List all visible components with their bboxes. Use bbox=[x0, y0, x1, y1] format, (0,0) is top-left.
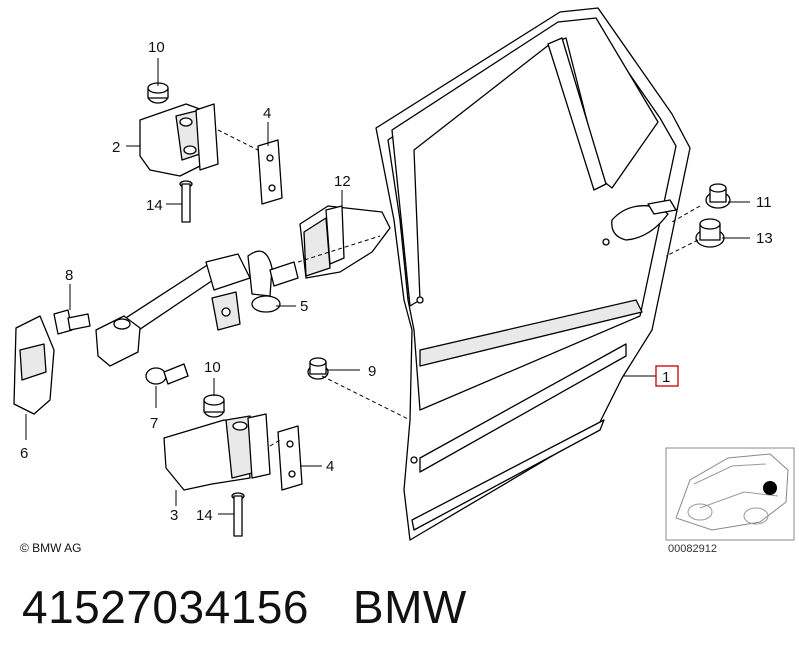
lower-door-hinge bbox=[163, 413, 271, 491]
callout-14-lower: 14 bbox=[196, 507, 213, 524]
callout-3: 3 bbox=[170, 507, 178, 524]
callout-8: 8 bbox=[65, 267, 73, 284]
copyright-notice: © BMW AG bbox=[20, 541, 82, 555]
part-caption: 41527034156 BMW bbox=[22, 580, 467, 634]
callout-2: 2 bbox=[112, 139, 120, 156]
callout-11: 11 bbox=[756, 194, 772, 211]
upper-hinge-plate bbox=[257, 139, 283, 205]
callout-labels: 10 2 4 14 12 11 13 8 5 9 1 7 10 6 4 3 14 bbox=[20, 39, 773, 524]
leader-lines bbox=[25, 58, 750, 515]
door-check-strap bbox=[95, 250, 299, 367]
upper-door-hinge bbox=[139, 103, 219, 177]
callout-1: 1 bbox=[662, 369, 670, 386]
inset-id: 00082912 bbox=[668, 543, 717, 555]
callout-7: 7 bbox=[150, 415, 158, 432]
door-bracket bbox=[299, 205, 391, 279]
location-inset: 00082912 bbox=[665, 447, 795, 555]
inset-location-marker bbox=[763, 481, 777, 495]
grommet-lower bbox=[695, 218, 725, 248]
upper-hinge-bolt bbox=[179, 180, 193, 223]
callout-4-upper: 4 bbox=[263, 105, 271, 122]
door-seal-piece bbox=[13, 315, 55, 415]
callout-9: 9 bbox=[368, 363, 376, 380]
lower-hinge-nut bbox=[203, 394, 225, 418]
hinge-bolt-7 bbox=[145, 363, 189, 385]
callout-14-upper: 14 bbox=[146, 197, 163, 214]
callout-6: 6 bbox=[20, 445, 28, 462]
stop-buffer bbox=[307, 357, 329, 380]
lower-hinge-bolt bbox=[231, 492, 245, 537]
callout-13: 13 bbox=[756, 230, 773, 247]
upper-hinge-nut bbox=[147, 82, 169, 104]
rear-door-panel bbox=[375, 7, 691, 541]
grommet-upper bbox=[705, 183, 731, 209]
brand-name: BMW bbox=[352, 581, 467, 633]
check-strap-bolt bbox=[53, 309, 91, 335]
callout-5: 5 bbox=[300, 298, 308, 315]
inset-car-outline bbox=[675, 453, 789, 531]
callout-1-highlight bbox=[655, 365, 679, 387]
assembly-lines bbox=[217, 129, 701, 447]
callout-4-lower: 4 bbox=[326, 458, 334, 475]
callout-10-upper: 10 bbox=[148, 39, 165, 56]
lower-hinge-plate bbox=[277, 425, 303, 491]
callout-10-lower: 10 bbox=[204, 359, 221, 376]
part-number: 41527034156 bbox=[22, 581, 309, 633]
callout-12: 12 bbox=[334, 173, 351, 190]
